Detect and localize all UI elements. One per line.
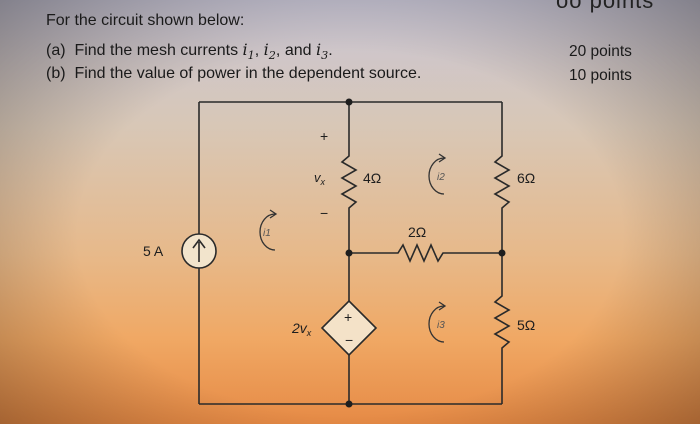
mesh-i1-arrowhead-icon: [269, 209, 278, 219]
problem-intro: For the circuit shown below:: [46, 12, 245, 29]
resistor-6ohm: [493, 150, 511, 214]
dependent-source-label: 2vx: [291, 320, 312, 338]
part-a-points: 20 points: [569, 43, 632, 60]
mesh-i2-arrowhead-icon: [438, 153, 447, 163]
mesh-i3-arc-icon: [428, 305, 445, 343]
current-i1: i1: [242, 40, 255, 63]
cut-off-header-text: oo points: [556, 0, 655, 13]
part-b-text: (b) Find the value of power in the depen…: [46, 65, 421, 83]
r4-label: 4Ω: [363, 170, 381, 186]
current-i3: i3: [315, 40, 329, 63]
part-a-and: and: [284, 42, 312, 59]
resistor-5ohm: [493, 290, 511, 354]
part-a-text: (a) Find the mesh currents i1, i2, and i…: [46, 40, 333, 63]
mesh-i3-arrowhead-icon: [438, 301, 447, 311]
mesh-i1-arc-icon: [259, 213, 276, 251]
vx-plus-sign: +: [320, 128, 328, 144]
part-b-label: (b): [46, 65, 66, 82]
part-a-prefix: Find the mesh currents: [74, 42, 239, 59]
node-middle: [345, 249, 353, 257]
part-b-question: Find the value of power in the dependent…: [74, 65, 422, 82]
dependent-source: [320, 299, 378, 357]
node-right: [498, 249, 506, 257]
current-i2: i2: [263, 40, 276, 63]
r5-label: 5Ω: [517, 317, 535, 333]
mesh-i3-label: i3: [437, 320, 445, 331]
dependent-source-minus: −: [345, 332, 353, 348]
vx-minus-sign: −: [320, 205, 328, 221]
dependent-source-plus: +: [344, 309, 352, 325]
r2-label: 2Ω: [408, 224, 426, 240]
node-bottom-middle: [345, 400, 353, 408]
resistor-4ohm: [340, 150, 358, 214]
current-source-arrow-icon: [192, 238, 206, 262]
mesh-i1-label: i1: [263, 228, 271, 239]
part-b-points: 10 points: [569, 67, 632, 84]
r6-label: 6Ω: [517, 170, 535, 186]
mesh-i2-arc-icon: [428, 157, 445, 195]
part-a-label: (a): [46, 42, 66, 59]
current-source-label: 5 A: [143, 243, 164, 259]
node-top-middle: [345, 98, 353, 106]
vx-label: vx: [314, 170, 326, 187]
resistor-2ohm: [392, 243, 449, 263]
mesh-i2-label: i2: [437, 172, 445, 183]
